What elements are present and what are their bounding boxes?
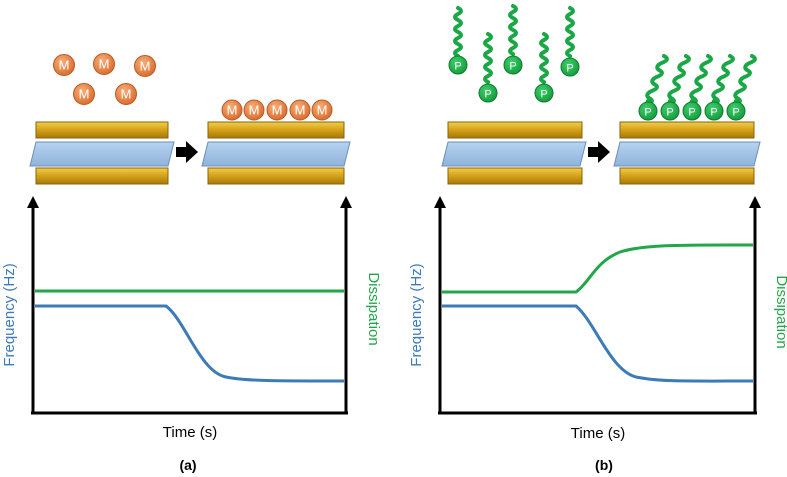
adsorbed-polymer-chain-1 bbox=[643, 54, 669, 109]
free-polymer-5-letter: P bbox=[566, 63, 573, 75]
free-polymer-2: P bbox=[478, 83, 498, 103]
free-polymer-2-letter: P bbox=[484, 89, 491, 101]
panel-b-sensor-after bbox=[613, 121, 761, 185]
panel-a-frequency-curve bbox=[35, 304, 345, 383]
panel-a-sensor-after bbox=[201, 121, 351, 185]
adsorbed-polymer-4: P bbox=[704, 101, 724, 121]
adsorbed-polymer-3: P bbox=[682, 101, 702, 121]
adsorbed-polymer-1-letter: P bbox=[644, 107, 651, 119]
panel-b-right-axis-arrow bbox=[749, 196, 761, 208]
free-monomer-2-letter: M bbox=[99, 57, 110, 72]
panel-a-frequency-label: Frequency (Hz) bbox=[1, 263, 18, 366]
adsorbed-monomer-3-letter: M bbox=[272, 103, 283, 118]
adsorbed-polymer-chain-3 bbox=[687, 54, 713, 109]
free-monomer-5-letter: M bbox=[121, 87, 132, 102]
adsorbed-polymer-tail-4 bbox=[709, 54, 735, 109]
free-monomer-4-letter: M bbox=[79, 87, 90, 102]
panel-a-dissipation-label: Dissipation bbox=[365, 272, 382, 345]
free-polymer-chain-2 bbox=[483, 32, 493, 84]
adsorbed-polymer-chain-5 bbox=[731, 54, 757, 109]
adsorbed-polymer-1: P bbox=[638, 101, 658, 121]
adsorbed-polymer-5: P bbox=[726, 101, 746, 121]
adsorbed-polymer-5-letter: P bbox=[732, 107, 739, 119]
panel-b-left-axis-arrow bbox=[434, 196, 446, 208]
adsorbed-polymer-chain-4 bbox=[709, 54, 735, 109]
free-monomer-4: M bbox=[73, 83, 95, 105]
panel-a-caption: (a) bbox=[179, 457, 196, 473]
panel-a-left-axis-arrow bbox=[27, 196, 39, 208]
free-polymer-4-letter: P bbox=[540, 89, 547, 101]
panel-b-free-polymers: P P P P P bbox=[448, 4, 580, 103]
adsorbed-monomer-1-letter: M bbox=[227, 103, 238, 118]
adsorbed-polymer-2: P bbox=[660, 101, 680, 121]
free-polymer-1-letter: P bbox=[454, 61, 461, 73]
adsorbed-monomer-1: M bbox=[221, 99, 243, 121]
panel-a-right-axis-arrow bbox=[340, 196, 352, 208]
adsorbed-polymer-3-letter: P bbox=[688, 107, 695, 119]
panel-a-plot: Frequency (Hz) Dissipation Time (s) (a) bbox=[1, 196, 382, 473]
panel-a-sensor-before bbox=[29, 121, 175, 185]
adsorbed-polymer-tail-1 bbox=[643, 54, 669, 109]
adsorbed-monomer-4-letter: M bbox=[295, 103, 306, 118]
panel-b-frequency-curve bbox=[442, 304, 754, 383]
free-monomer-2: M bbox=[93, 53, 115, 75]
adsorbed-polymer-tail-5 bbox=[731, 54, 757, 109]
free-polymer-chain-1 bbox=[453, 6, 463, 58]
adsorbed-monomer-2: M bbox=[243, 99, 265, 121]
free-polymer-4: P bbox=[534, 83, 554, 103]
free-monomer-1: M bbox=[53, 54, 75, 76]
panel-b-caption: (b) bbox=[595, 457, 613, 473]
free-polymer-1: P bbox=[448, 55, 468, 75]
free-monomer-5: M bbox=[115, 83, 137, 105]
adsorbed-polymer-tail-2 bbox=[665, 54, 691, 109]
panel-b-dissipation-label: Dissipation bbox=[773, 275, 787, 348]
arrow-b bbox=[588, 141, 610, 163]
free-polymer-chain-5 bbox=[565, 6, 575, 58]
adsorbed-polymer-2-letter: P bbox=[666, 107, 673, 119]
free-monomer-3: M bbox=[134, 55, 156, 77]
adsorbed-polymer-4-letter: P bbox=[710, 107, 717, 119]
adsorbed-polymer-tail-3 bbox=[687, 54, 713, 109]
adsorbed-monomer-4: M bbox=[289, 99, 311, 121]
free-polymer-chain-3 bbox=[508, 4, 518, 56]
adsorbed-monomer-3: M bbox=[266, 99, 288, 121]
adsorbed-polymer-chain-2 bbox=[665, 54, 691, 109]
panel-a-time-label: Time (s) bbox=[163, 424, 217, 441]
free-polymer-chain-4 bbox=[539, 32, 549, 84]
free-monomer-1-letter: M bbox=[59, 58, 70, 73]
panel-b-time-label: Time (s) bbox=[571, 425, 625, 442]
adsorbed-monomer-5: M bbox=[311, 99, 333, 121]
free-monomer-3-letter: M bbox=[140, 59, 151, 74]
free-polymer-3-letter: P bbox=[509, 61, 516, 73]
adsorbed-monomer-2-letter: M bbox=[249, 103, 260, 118]
panel-b-plot: Frequency (Hz) Dissipation Time (s) (b) bbox=[408, 196, 787, 473]
adsorbed-monomer-5-letter: M bbox=[317, 103, 328, 118]
panel-b-dissipation-curve bbox=[442, 243, 754, 294]
arrow-a bbox=[176, 141, 198, 163]
free-polymer-3: P bbox=[503, 55, 523, 75]
panel-b-frequency-label: Frequency (Hz) bbox=[408, 263, 425, 366]
panel-b-sensor-before bbox=[441, 121, 587, 185]
free-polymer-5: P bbox=[560, 57, 580, 77]
